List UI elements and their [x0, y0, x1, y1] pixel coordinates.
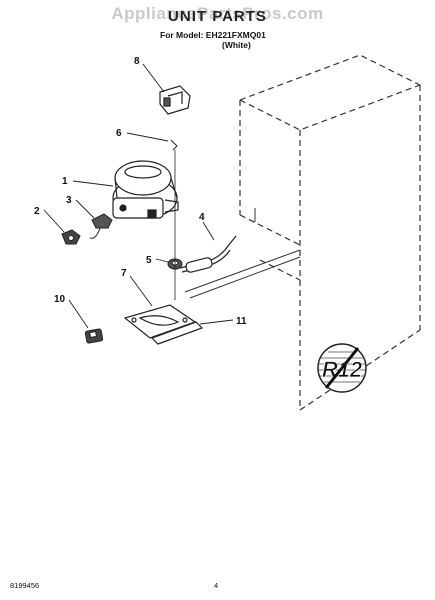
grommet	[167, 139, 183, 300]
callout-5: 5	[146, 255, 152, 266]
callout-4: 4	[199, 212, 205, 223]
cabinet-rails	[184, 208, 301, 299]
callout-10: 10	[54, 294, 66, 305]
callout-3: 3	[66, 195, 72, 206]
bracket	[159, 85, 191, 115]
drier-tube	[179, 235, 237, 273]
color-line: (White)	[222, 40, 251, 50]
relay-plug	[61, 229, 81, 245]
callout-1: 1	[62, 176, 68, 187]
overload-protector	[89, 213, 113, 239]
footer-page-number: 4	[214, 581, 219, 590]
callout-6: 6	[116, 128, 122, 139]
refrigerant-badge: R12	[317, 343, 367, 393]
callout-2: 2	[34, 206, 40, 217]
base-channel	[150, 321, 204, 345]
callout-8: 8	[134, 56, 140, 67]
compressor	[112, 160, 179, 219]
leader-lines	[43, 63, 234, 329]
page-title: UNIT PARTS	[168, 8, 267, 25]
footer-doc-number: 8199456	[10, 581, 40, 590]
model-line: For Model: EH221FXMQ01	[160, 30, 266, 40]
callout-7: 7	[121, 268, 127, 279]
capacitor	[84, 328, 104, 344]
callout-11: 11	[236, 316, 247, 327]
watermark-text: AppliancePartsPros.com	[111, 4, 324, 23]
